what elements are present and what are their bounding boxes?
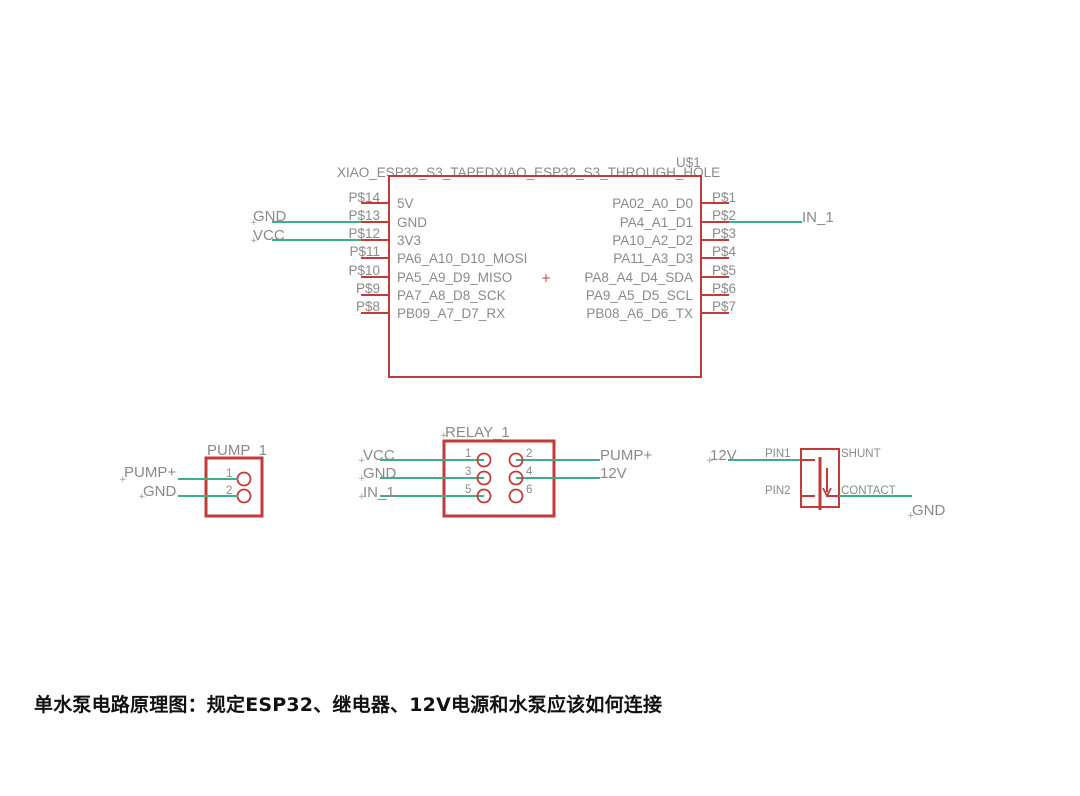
net-anchor-icon: +: [119, 475, 127, 485]
figure-caption: 单水泵电路原理图：规定ESP32、继电器、12V电源和水泵应该如何连接: [34, 694, 663, 716]
mcu-signal-label: PA11_A3_D3: [613, 251, 693, 266]
mcu-value: XIAO_ESP32_S3_TAPEDXIAO_ESP32_S3_THROUGH…: [337, 165, 720, 180]
mcu-pad-label: P$1: [712, 190, 736, 205]
net-label-relay-gnd: GND: [363, 465, 397, 482]
net-label-supply-gnd: GND: [912, 502, 946, 519]
relay-pin-hole: [476, 470, 492, 486]
mcu-symbol: U$1 XIAO_ESP32_S3_TAPEDXIAO_ESP32_S3_THR…: [337, 155, 737, 378]
mcu-pad-label: P$13: [348, 208, 380, 223]
mcu-signal-label: PB08_A6_D6_TX: [586, 306, 693, 321]
pump-pin-hole: [236, 488, 252, 504]
relay-pin-number: 2: [526, 448, 532, 460]
pump-pin-number: 2: [226, 485, 232, 497]
net-label-12v: 12V: [710, 447, 737, 464]
relay-pin-number: 1: [465, 448, 471, 460]
pump-connector: PUMP_1 1 2 + + PUMP+ GND: [119, 442, 267, 518]
mcu-designator: U$1: [676, 155, 701, 170]
relay-pin-hole: [508, 488, 524, 504]
pump-pin-hole: [236, 471, 252, 487]
relay-designator: RELAY_1: [445, 424, 510, 441]
supply-pin2-label: PIN2: [765, 485, 791, 497]
net-anchor-icon: +: [138, 492, 146, 502]
relay-pin-hole: [476, 452, 492, 468]
net-anchor-icon: +: [907, 511, 915, 521]
pump-pin-number: 1: [226, 468, 232, 480]
net-anchor-icon: +: [440, 431, 448, 441]
net-label-pump-gnd: GND: [143, 483, 177, 500]
mcu-pad-label: P$14: [348, 190, 380, 205]
mcu-signal-label: 5V: [397, 196, 414, 211]
net-label-gnd: GND: [253, 208, 287, 225]
relay-pin-hole: [508, 452, 524, 468]
net-anchor-icon: +: [250, 236, 258, 246]
mcu-pad-label: P$10: [348, 263, 380, 278]
mcu-pad-label: P$6: [712, 281, 736, 296]
relay-pin-hole: [508, 470, 524, 486]
mcu-pad-label: P$3: [712, 226, 736, 241]
net-label-relay-vcc: VCC: [363, 447, 395, 464]
net-label-in1: IN_1: [802, 209, 834, 226]
mcu-signal-label: PA9_A5_D5_SCL: [586, 288, 694, 303]
relay-module: + RELAY_1 1 2 3 4 5 6 + + + VCC GND IN_1…: [358, 424, 652, 518]
mcu-nets: + + GND VCC IN_1: [250, 208, 834, 246]
relay-pin-hole: [476, 488, 492, 504]
mcu-signal-label: PA8_A4_D4_SDA: [584, 270, 693, 285]
net-anchor-icon: +: [358, 492, 366, 502]
net-label-relay-12v: 12V: [600, 465, 627, 482]
net-anchor-icon: +: [358, 456, 366, 466]
pump-body: [204, 456, 264, 518]
mcu-pad-label: P$11: [349, 244, 380, 259]
origin-cross-icon: +: [541, 271, 551, 285]
relay-pin-number: 6: [526, 484, 532, 496]
power-supply-shunt: + 12V PIN1 PIN2 SHUNT CONTACT + GND: [706, 447, 946, 521]
net-anchor-icon: +: [250, 218, 258, 228]
mcu-signal-label: 3V3: [397, 233, 421, 248]
supply-shunt-label: SHUNT: [841, 448, 881, 460]
relay-pin-number: 3: [465, 466, 471, 478]
mcu-signal-label: PA7_A8_D8_SCK: [397, 288, 506, 303]
mcu-pad-label: P$7: [712, 299, 736, 314]
mcu-signal-label: PA02_A0_D0: [612, 196, 693, 211]
net-anchor-icon: +: [358, 474, 366, 484]
relay-pin-number: 5: [465, 484, 471, 496]
mcu-pad-label: P$4: [712, 244, 737, 259]
relay-pin-number: 4: [526, 466, 533, 478]
net-label-relay-pump: PUMP+: [600, 447, 652, 464]
net-label-pump-plus: PUMP+: [124, 464, 176, 481]
mcu-signal-label: PB09_A7_D7_RX: [397, 306, 505, 321]
mcu-pad-label: P$12: [348, 226, 380, 241]
mcu-signal-label: PA5_A9_D9_MISO: [397, 270, 512, 285]
supply-pin1-label: PIN1: [765, 448, 791, 460]
net-label-relay-in1: IN_1: [363, 484, 395, 501]
mcu-pad-label: P$5: [712, 263, 736, 278]
mcu-pad-label: P$8: [356, 299, 380, 314]
net-label-vcc: VCC: [253, 227, 285, 244]
pump-designator: PUMP_1: [207, 442, 267, 459]
supply-contact-label: CONTACT: [841, 485, 896, 497]
mcu-pad-label: P$9: [356, 281, 380, 296]
mcu-signal-label: PA4_A1_D1: [620, 215, 693, 230]
mcu-signal-label: GND: [397, 215, 427, 230]
mcu-pad-label: P$2: [712, 208, 736, 223]
mcu-signal-label: PA6_A10_D10_MOSI: [397, 251, 527, 266]
net-anchor-icon: +: [706, 456, 714, 466]
mcu-signal-label: PA10_A2_D2: [612, 233, 693, 248]
